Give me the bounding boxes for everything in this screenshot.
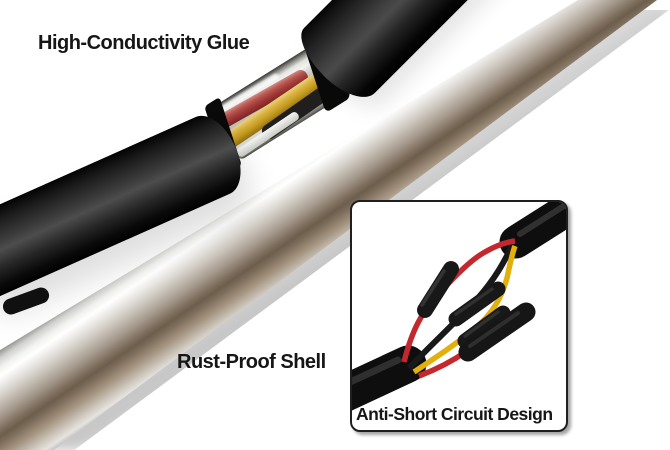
inset-box: Anti-Short Circuit Design: [350, 200, 568, 432]
inset-bottom-cable: [352, 345, 427, 411]
inset-label: Anti-Short Circuit Design: [356, 404, 553, 424]
inset-red-wire-1: [401, 238, 516, 363]
inset-sleeve-2: [448, 281, 506, 327]
glue-label: High-Conductivity Glue: [38, 32, 250, 54]
shell-label: Rust-Proof Shell: [177, 351, 326, 373]
inset-sleeve-3: [457, 305, 511, 349]
inset-sleeve-1: [417, 261, 459, 318]
inset-top-cable: [499, 202, 566, 259]
inset-yellow-wire: [412, 245, 518, 375]
inset-sleeve-4: [458, 302, 536, 362]
inset-photo: [352, 202, 566, 411]
